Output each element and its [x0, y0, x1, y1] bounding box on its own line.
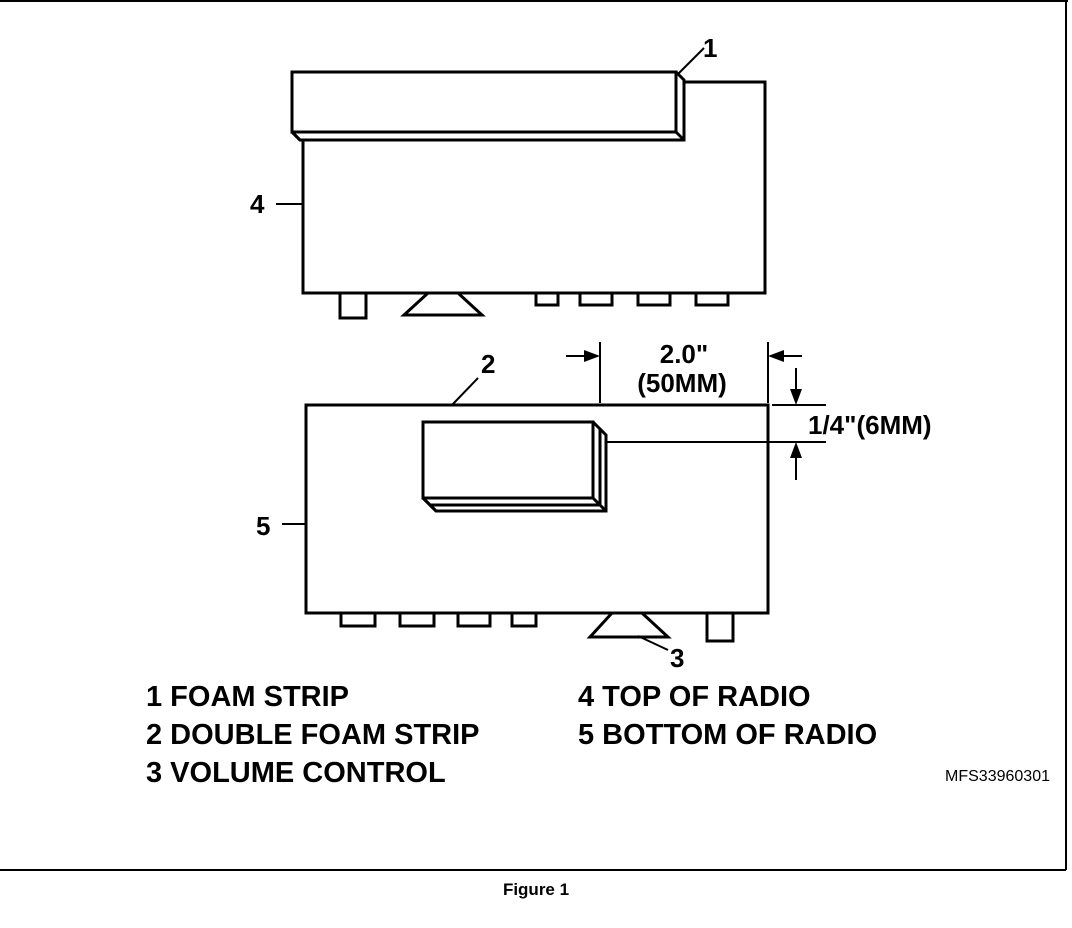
button: [398, 611, 436, 628]
callout-5: 5: [256, 511, 270, 541]
knob: [338, 291, 368, 320]
volume-control-top: [400, 291, 486, 317]
button: [339, 611, 377, 628]
figure-caption: Figure 1: [502, 880, 570, 899]
button: [694, 291, 730, 307]
width-dimension: [566, 342, 802, 403]
dimension-width-inches: 2.0": [660, 339, 708, 369]
double-foam-strip: [421, 420, 608, 513]
bottom-of-radio: [304, 403, 770, 643]
leader-line-3: [637, 635, 669, 651]
legend: 1 FOAM STRIP 2 DOUBLE FOAM STRIP 3 VOLUM…: [146, 681, 877, 789]
callout-1: 1: [703, 33, 717, 63]
foam-strip: [290, 70, 686, 142]
button: [636, 291, 672, 307]
dimension-width-mm: (50MM): [637, 368, 727, 398]
button: [578, 291, 614, 307]
top-of-radio: [290, 70, 767, 320]
figure-code: MFS33960301: [945, 768, 1050, 785]
callout-2: 2: [481, 349, 495, 379]
callout-3: 3: [670, 643, 684, 673]
legend-item: 4 TOP OF RADIO: [578, 681, 811, 713]
dimension-offset: 1/4"(6MM): [808, 410, 932, 440]
button: [510, 611, 538, 628]
legend-item: 5 BOTTOM OF RADIO: [578, 719, 877, 751]
callout-4: 4: [250, 189, 265, 219]
figure-frame: [0, 0, 1068, 871]
button: [456, 611, 492, 628]
knob: [705, 611, 735, 643]
legend-item: 3 VOLUME CONTROL: [146, 757, 446, 789]
legend-item: 2 DOUBLE FOAM STRIP: [146, 719, 480, 751]
volume-control-bottom: [586, 611, 672, 639]
leader-line-1: [677, 47, 705, 75]
offset-dimension: [606, 368, 826, 480]
legend-item: 1 FOAM STRIP: [146, 681, 349, 713]
button: [534, 291, 560, 307]
leader-line-2: [451, 377, 479, 406]
